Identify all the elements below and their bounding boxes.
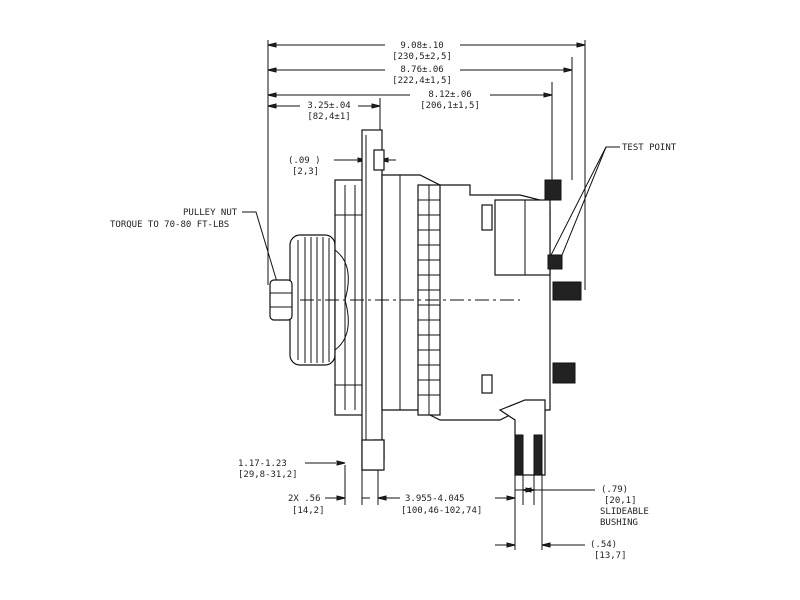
- rear-housing: [481, 199, 551, 394]
- terminals: [544, 179, 582, 384]
- dim-bushing-note2: BUSHING: [600, 518, 638, 528]
- dim-mid: 8.76±.06 [222,4±1,5]: [267, 65, 573, 86]
- dim-short-metric: [206,1±1,5]: [420, 101, 480, 111]
- note-pulley-nut: PULLEY NUT TORQUE TO 70-80 FT-LBS: [110, 208, 278, 283]
- dim-short: 8.12±.06 [206,1±1,5]: [267, 90, 553, 111]
- dim-bushing-small-metric: [13,7]: [594, 551, 627, 561]
- dim-bushing: (.79) [20,1] SLIDEABLE BUSHING: [515, 485, 649, 528]
- dim-flange-thick-metric: [29,8-31,2]: [238, 470, 298, 480]
- dim-front-metric: [82,4±1]: [307, 112, 350, 122]
- dim-bushing-small: (.54) [13,7]: [495, 540, 627, 561]
- dim-ear-width-metric: [14,2]: [292, 506, 325, 516]
- pulley-note-line1: PULLEY NUT: [183, 208, 238, 218]
- dim-mount-span-metric: [100,46-102,74]: [401, 506, 482, 516]
- dim-flange-small-value: (.09 ): [288, 156, 321, 166]
- bushing-right: [533, 434, 543, 476]
- dim-bushing-note1: SLIDEABLE: [600, 507, 649, 517]
- dim-front: 3.25±.04 [82,4±1]: [267, 101, 381, 122]
- terminal-top: [544, 179, 562, 201]
- dim-mount-span: 3.955-4.045 [100,46-102,74]: [377, 494, 516, 516]
- dim-bushing-value: (.79): [601, 485, 628, 495]
- dim-overall-value: 9.08±.10: [400, 41, 443, 51]
- dim-mid-value: 8.76±.06: [400, 65, 443, 75]
- dim-short-value: 8.12±.06: [428, 90, 471, 100]
- dim-flange-thick: 1.17-1.23 [29,8-31,2]: [238, 459, 346, 480]
- bushing-left: [514, 434, 524, 476]
- dim-mid-metric: [222,4±1,5]: [392, 76, 452, 86]
- terminal-bottom: [552, 362, 576, 384]
- dim-flange-small-metric: [2,3]: [292, 167, 319, 177]
- dim-ear-width-value: 2X .56: [288, 494, 321, 504]
- note-test-point: TEST POINT: [545, 143, 677, 266]
- test-point-terminal: [547, 254, 563, 270]
- dim-bushing-metric: [20,1]: [604, 496, 637, 506]
- dim-overall-metric: [230,5±2,5]: [392, 52, 452, 62]
- terminal-output: [552, 281, 582, 301]
- dim-ear-width: 2X .56 [14,2]: [288, 494, 370, 516]
- test-point-label: TEST POINT: [622, 143, 677, 153]
- pulley-nut: [269, 279, 293, 321]
- dim-front-value: 3.25±.04: [307, 101, 350, 111]
- dim-overall: 9.08±.10 [230,5±2,5]: [267, 41, 586, 62]
- dim-mount-span-value: 3.955-4.045: [405, 494, 465, 504]
- pulley-note-line2: TORQUE TO 70-80 FT-LBS: [110, 220, 229, 230]
- dim-bushing-small-value: (.54): [590, 540, 617, 550]
- extension-lines: [267, 40, 586, 290]
- mounting-ears: [361, 399, 546, 476]
- dim-flange-thick-value: 1.17-1.23: [238, 459, 287, 469]
- alternator-body: [269, 129, 582, 476]
